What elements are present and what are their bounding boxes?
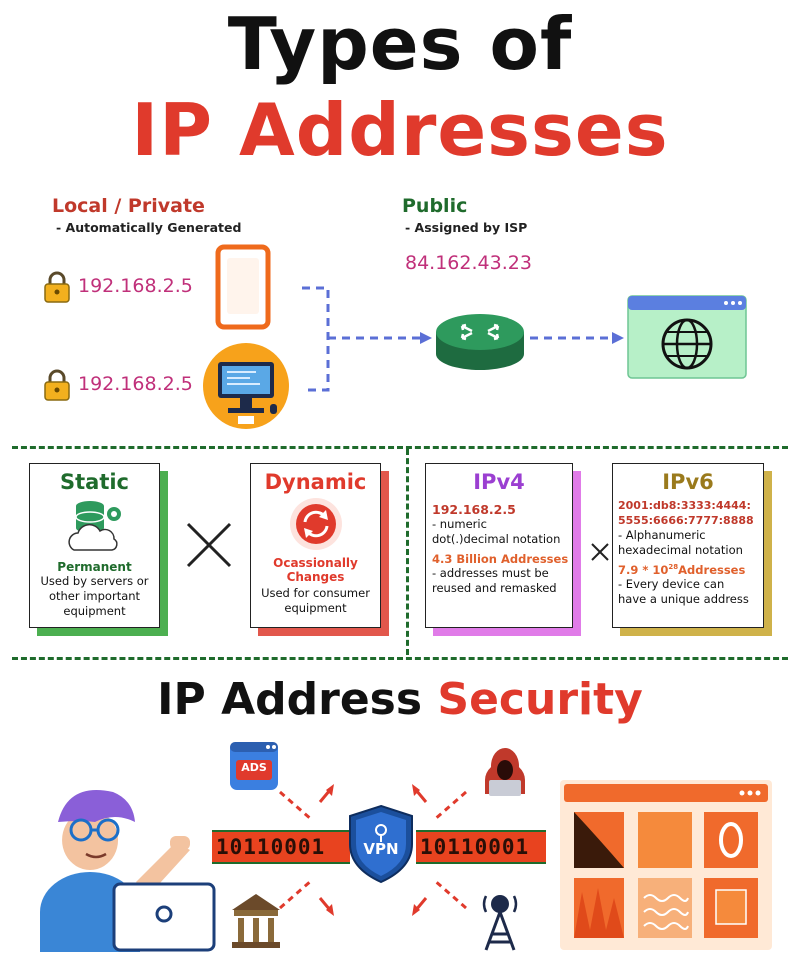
ipv6-card: IPv6 2001:db8:3333:4444: 5555:6666:7777:… bbox=[612, 463, 764, 628]
dynamic-label-2: Changes bbox=[286, 570, 345, 584]
ipv6-count-exp: 28 bbox=[668, 563, 679, 572]
binary-stream-left: 10110001 bbox=[212, 830, 350, 864]
ipv4-line-3: - addresses must be bbox=[432, 566, 549, 580]
refresh-icon bbox=[289, 498, 342, 550]
binary-stream-right: 10110001 bbox=[416, 830, 546, 864]
static-label: Permanent bbox=[57, 560, 132, 574]
local-subheading: - Automatically Generated bbox=[56, 220, 242, 235]
user-with-laptop-illustration bbox=[40, 790, 216, 952]
ipv6-count-tail: Addresses bbox=[678, 563, 746, 577]
dynamic-title: Dynamic bbox=[264, 470, 367, 494]
vpn-label: VPN bbox=[363, 840, 399, 858]
dynamic-card: Dynamic Ocassionally Changes Used for co… bbox=[250, 463, 381, 628]
ipv6-example-1: 2001:db8:3333:4444: bbox=[618, 499, 751, 512]
divider-bottom bbox=[12, 657, 788, 660]
divider-vertical bbox=[406, 449, 409, 655]
ipv4-card: IPv4 192.168.2.5 - numeric dot(.)decimal… bbox=[425, 463, 573, 628]
computer-icon bbox=[203, 343, 289, 429]
dynamic-label-1: Ocassionally bbox=[273, 556, 358, 570]
versus-x-icon bbox=[186, 522, 232, 568]
ipv6-line-3: - Every device can bbox=[618, 577, 725, 591]
ipv6-line-1: - Alphanumeric bbox=[618, 528, 706, 542]
ads-icon bbox=[230, 742, 278, 790]
ipv4-title: IPv4 bbox=[473, 470, 525, 494]
security-title-part-1: IP Address bbox=[157, 674, 438, 725]
dynamic-desc-2: equipment bbox=[284, 601, 347, 615]
ipv4-count: 4.3 Billion Addresses bbox=[432, 552, 569, 566]
title-line-2: IP Addresses bbox=[131, 88, 669, 172]
bank-icon bbox=[232, 894, 280, 948]
browser-globe-icon bbox=[627, 295, 747, 379]
connection-lines bbox=[302, 286, 624, 392]
website-grid-illustration bbox=[560, 780, 772, 950]
security-title: IP Address Security bbox=[0, 672, 800, 728]
public-subheading: - Assigned by ISP bbox=[405, 220, 528, 235]
ipv6-line-4: have a unique address bbox=[618, 592, 749, 606]
lock-icon bbox=[44, 271, 70, 303]
dynamic-desc-1: Used for consumer bbox=[261, 586, 370, 600]
pc-ip: 192.168.2.5 bbox=[78, 373, 193, 395]
static-desc-2: other important bbox=[48, 589, 141, 603]
ipv4-line-2: dot(.)decimal notation bbox=[432, 532, 561, 546]
router-icon bbox=[436, 314, 524, 370]
database-cloud-icon bbox=[67, 501, 121, 551]
ads-label: ADS bbox=[241, 761, 267, 774]
static-title: Static bbox=[59, 470, 130, 494]
hacker-icon bbox=[485, 748, 525, 796]
vpn-shield-icon bbox=[349, 804, 413, 884]
phone-ip: 192.168.2.5 bbox=[78, 275, 193, 297]
static-desc-3: equipment bbox=[63, 604, 126, 618]
security-title-part-2: Security bbox=[437, 674, 643, 725]
ipv4-example: 192.168.2.5 bbox=[432, 502, 516, 517]
public-ip: 84.162.43.23 bbox=[405, 252, 532, 274]
blocked-traffic-arrows bbox=[279, 784, 467, 916]
divider-top bbox=[12, 446, 788, 449]
ipv6-count-base: 7.9 * 10 bbox=[618, 563, 669, 577]
local-heading: Local / Private bbox=[52, 195, 205, 217]
phone-icon bbox=[215, 244, 271, 330]
signal-tower-icon bbox=[482, 895, 518, 951]
ipv4-line-1: - numeric bbox=[432, 517, 487, 531]
ipv6-title: IPv6 bbox=[662, 470, 714, 494]
ipv6-count: 7.9 * 1028Addresses bbox=[618, 563, 763, 577]
ipv6-line-2: hexadecimal notation bbox=[618, 543, 743, 557]
ipv6-example-2: 5555:6666:7777:8888 bbox=[618, 514, 754, 527]
lock-icon bbox=[44, 369, 70, 401]
title-line-1: Types of bbox=[227, 2, 573, 86]
static-desc-1: Used by servers or bbox=[40, 574, 149, 588]
versus-x-small-icon bbox=[591, 543, 609, 561]
public-heading: Public bbox=[402, 195, 468, 217]
ipv4-line-4: reused and remasked bbox=[432, 581, 557, 595]
static-card: Static Permanent Used by servers or othe… bbox=[29, 463, 160, 628]
